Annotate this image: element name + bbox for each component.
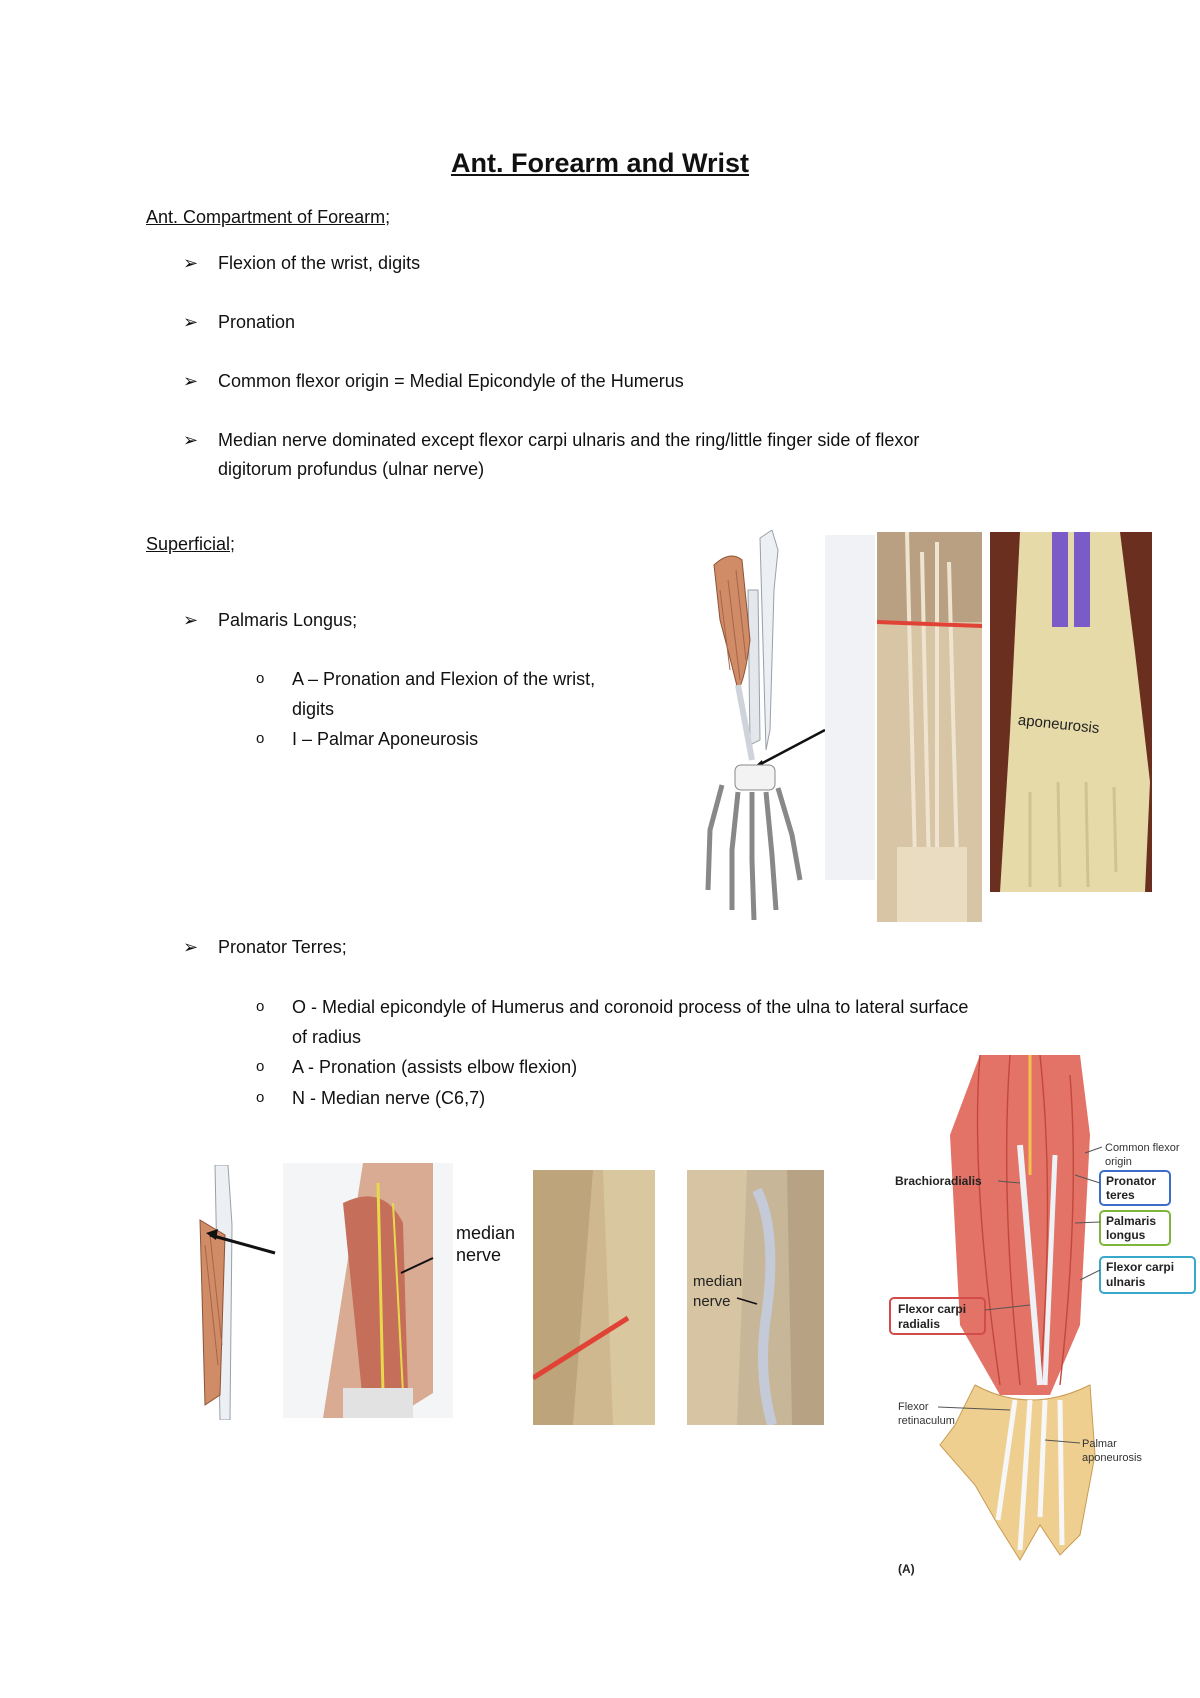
palmaris-longus-bullet: ➢ Palmaris Longus; [183,606,357,635]
median-nerve-photo-label-2: nerve [693,1293,731,1310]
median-nerve-label: median nerve [456,1223,516,1265]
compartment-heading: Ant. Compartment of Forearm; [146,207,391,227]
label-flexor-retinaculum-2: retinaculum [898,1415,955,1427]
label-fcr-2: radialis [898,1317,940,1331]
page-title: Ant. Forearm and Wrist [450,148,750,178]
bullet-arrow-icon: ➢ [183,371,199,391]
label-palmaris-longus-1: Palmaris [1106,1214,1156,1228]
pronator-teres-bullet: ➢ Pronator Terres; [183,933,347,962]
bullet-flexion: ➢ Flexion of the wrist, digits [183,249,420,278]
palmaris-illustration [700,530,830,925]
pronator-origin-cont: of radius [292,1027,362,1047]
bullet-median-nerve-cont: digitorum profundus (ulnar nerve) [218,459,485,479]
bullet-common-flexor: ➢ Common flexor origin = Medial Epicondy… [183,367,684,396]
pronator-nerve: o N - Median nerve (C6,7) [256,1083,485,1113]
palmaris-dissection-photo [877,532,982,922]
bullet-arrow-icon: ➢ [183,312,199,332]
pronator-action: o A - Pronation (assists elbow flexion) [256,1052,577,1082]
median-nerve-photo-label-1: median [693,1273,742,1290]
palmaris-action-cont: digits [292,699,335,719]
pronator-dissection-photo-1 [533,1170,655,1425]
fade-image [825,535,875,880]
label-palmar-aponeurosis-1: Palmar [1082,1438,1117,1450]
label-common-flexor-1: Common flexor [1105,1142,1180,1154]
label-pronator-teres-2: teres [1106,1188,1135,1202]
bullet-arrow-icon: ➢ [183,430,199,450]
pronator-dissection-photo-2: median nerve [687,1170,824,1425]
bullet-pronation: ➢ Pronation [183,308,295,337]
label-brachioradialis: Brachioradialis [895,1174,982,1188]
label-palmar-aponeurosis-2: aponeurosis [1082,1452,1142,1464]
pronator-origin: o O - Medial epicondyle of Humerus and c… [256,992,968,1022]
label-flexor-retinaculum-1: Flexor [898,1401,929,1413]
panel-label: (A) [898,1562,915,1576]
label-fcu-2: ulnaris [1106,1275,1146,1289]
label-common-flexor-2: origin [1105,1156,1132,1168]
pronator-illustration [180,1165,280,1420]
palmar-aponeurosis-photo: aponeurosis [990,532,1152,892]
bullet-median-nerve: ➢ Median nerve dominated except flexor c… [183,426,919,455]
bullet-arrow-icon: ➢ [183,937,199,957]
bullet-arrow-icon: ➢ [183,253,199,273]
sub-bullet-icon: o [256,670,265,687]
sub-bullet-icon: o [256,1058,265,1075]
sub-bullet-icon: o [256,1089,265,1106]
atlas-figure: Brachioradialis Flexor carpi radialis Fl… [880,1055,1200,1585]
label-fcu-1: Flexor carpi [1106,1260,1174,1274]
label-pronator-teres-1: Pronator [1106,1174,1156,1188]
label-fcr-1: Flexor carpi [898,1302,966,1316]
sub-bullet-icon: o [256,998,265,1015]
superficial-heading: Superficial; [146,534,236,554]
palmaris-action: o A – Pronation and Flexion of the wrist… [256,664,595,694]
label-palmaris-longus-2: longus [1106,1228,1146,1242]
bullet-arrow-icon: ➢ [183,610,199,630]
palmaris-insertion: o I – Palmar Aponeurosis [256,724,478,754]
median-nerve-illustration [283,1163,453,1418]
sub-bullet-icon: o [256,730,265,747]
